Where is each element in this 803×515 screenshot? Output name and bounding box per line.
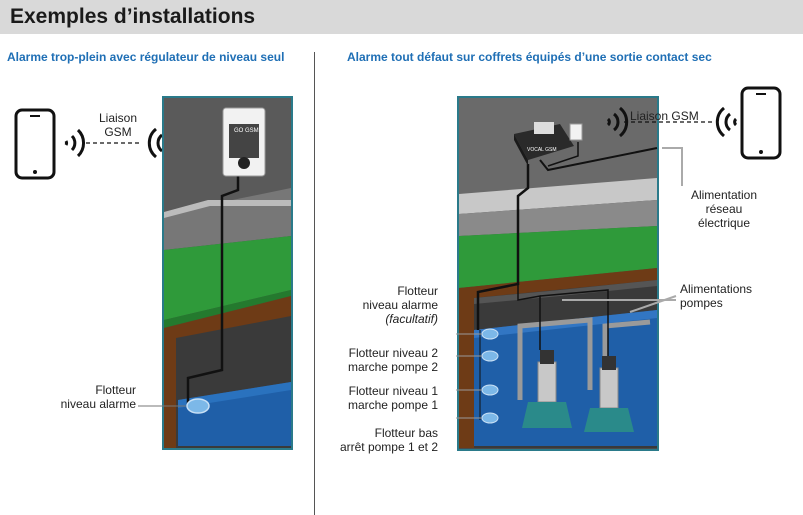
float3-label: Flotteur niveau 1 marche pompe 1: [318, 384, 438, 412]
pump-icon: [584, 356, 634, 432]
float4-label: Flotteur bas arrêt pompe 1 et 2: [310, 426, 438, 454]
left-flotteur-line1: Flotteur: [95, 383, 136, 397]
signal-waves-icon: [715, 106, 738, 138]
float-icon: [481, 328, 499, 340]
left-flotteur-line2: niveau alarme: [60, 397, 136, 411]
left-liaison-line1: Liaison: [98, 111, 138, 125]
alim-reseau-line3: électrique: [697, 216, 751, 230]
float-icon: [186, 398, 210, 414]
alim-pompes-line2: pompes: [680, 296, 723, 310]
left-flotteur-label: Flotteur niveau alarme: [40, 383, 136, 411]
column-divider: [314, 52, 315, 515]
float-icon: [481, 350, 499, 362]
alim-pompes-label: Alimentations pompes: [680, 282, 752, 310]
title-bar: Exemples d’installations: [0, 0, 803, 34]
signal-waves-icon: [64, 128, 85, 158]
float1-line2: niveau alarme: [362, 298, 438, 312]
float4-line2: arrêt pompe 1 et 2: [339, 440, 438, 454]
float1-line3: (facultatif): [385, 312, 438, 326]
alim-reseau-line2: réseau: [705, 202, 743, 216]
float3-line1: Flotteur niveau 1: [348, 384, 438, 398]
float1-line1: Flotteur: [397, 284, 438, 298]
page-title: Exemples d’installations: [10, 5, 256, 28]
alim-reseau-label: Alimentation réseau électrique: [682, 188, 766, 230]
float2-label: Flotteur niveau 2 marche pompe 2: [318, 346, 438, 374]
float2-line2: marche pompe 2: [347, 360, 438, 374]
float3-line2: marche pompe 1: [347, 398, 438, 412]
smartphone-icon: [14, 108, 56, 180]
right-liaison-gsm-label: Liaison GSM: [630, 109, 699, 123]
float4-line1: Flotteur bas: [374, 426, 438, 440]
left-subtitle: Alarme trop-plein avec régulateur de niv…: [7, 50, 285, 64]
float-icon: [481, 412, 499, 424]
alim-reseau-line1: Alimentation: [690, 188, 758, 202]
device-label: GO GSM: [234, 128, 259, 134]
float2-line1: Flotteur niveau 2: [348, 346, 438, 360]
float1-label: Flotteur niveau alarme (facultatif): [330, 284, 438, 326]
smartphone-icon: [740, 86, 782, 160]
left-liaison-line2: GSM: [104, 125, 132, 139]
pump-icon: [522, 350, 572, 428]
left-liaison-gsm-label: Liaison GSM: [94, 111, 142, 139]
gsm-device-icon: [222, 107, 266, 177]
box-label: VOCAL GSM: [527, 147, 557, 153]
float-icon: [481, 384, 499, 396]
right-subtitle: Alarme tout défaut sur coffrets équipés …: [347, 50, 712, 64]
alim-pompes-line1: Alimentations: [680, 282, 753, 296]
gsm-device-icon: [514, 122, 583, 166]
